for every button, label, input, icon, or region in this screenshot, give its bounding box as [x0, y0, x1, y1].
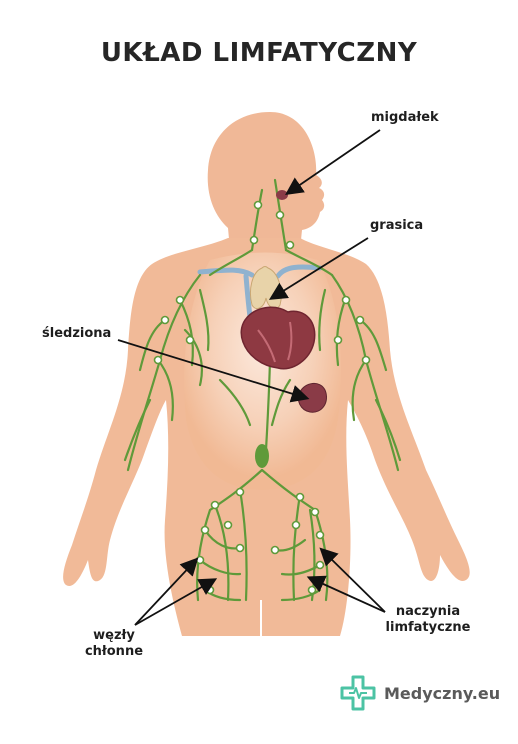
arrow-spleen	[117, 339, 310, 403]
label-spleen: śledziona	[42, 326, 112, 341]
arrow-vessels-b	[306, 575, 386, 613]
label-tonsil: migdałek	[371, 110, 439, 125]
arrow-vessels-a	[319, 547, 386, 613]
lymph-nodes	[153, 200, 371, 595]
label-lymph-nodes-line2: chłonne	[84, 644, 144, 659]
label-lymph-nodes: węzły chłonne	[72, 628, 156, 660]
pointer-arrows	[117, 129, 386, 626]
heart-shape	[240, 306, 316, 370]
organs	[240, 190, 327, 468]
tonsil-shape	[276, 190, 288, 200]
brand-name: Medyczny.eu	[384, 683, 501, 703]
head	[207, 112, 325, 250]
label-lymph-nodes-line1: węzły	[93, 628, 135, 643]
arrow-nodes-a	[134, 557, 199, 626]
label-lymph-vessels-line1: naczynia	[395, 604, 461, 619]
label-lymph-vessels-line2: limfatyczne	[385, 620, 471, 635]
page-title: UKŁAD LIMFATYCZNY	[100, 38, 418, 68]
label-thymus: grasica	[370, 218, 424, 233]
label-lymph-vessels: naczynia limfatyczne	[378, 604, 478, 636]
arrow-tonsil	[285, 129, 381, 196]
brand-logo: Medyczny.eu	[340, 676, 500, 710]
medical-cross-icon	[340, 675, 376, 711]
arrow-nodes-b	[134, 578, 218, 626]
arrow-thymus	[268, 237, 369, 300]
body-silhouette	[63, 112, 470, 636]
cisterna-chyli	[255, 444, 269, 468]
torso-highlight	[184, 252, 341, 490]
